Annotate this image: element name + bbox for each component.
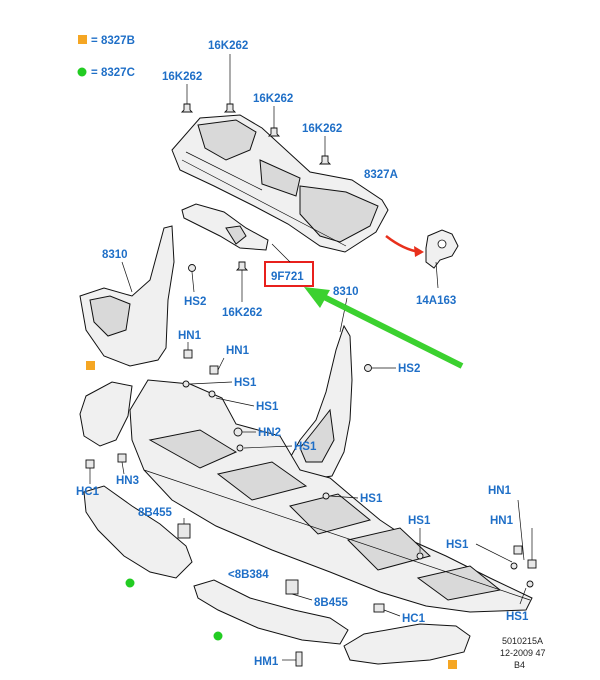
reference-number: 5010215A [502,636,543,646]
label-8b384: <8B384 [228,569,269,581]
fastener-hs1 [475,543,518,570]
air-guide-9f721 [181,203,269,251]
fastener-hc1 [373,603,401,617]
label-hs2: HS2 [184,296,206,308]
fastener-hn1 [209,357,225,375]
label-14a163: 14A163 [416,295,456,307]
label-8327a: 8327A [364,169,398,181]
green-arrow-head [304,287,330,308]
label-hn1: HN1 [178,330,202,342]
red-arrow-head [414,246,424,257]
center-strip-8327c [193,579,349,645]
fastener-hn3 [117,453,127,475]
green-legend-marker [77,67,87,77]
legend-green-code: 8327C [101,67,135,79]
sensor-bracket-14a163 [425,229,459,289]
label-8310-left: 8310 [102,249,128,261]
label-8310-right: 8310 [333,286,359,298]
label-hm1: HM1 [254,656,279,668]
orange-marker [448,660,457,669]
label-hc1: HC1 [402,613,426,625]
label-hn2: HN2 [258,427,281,439]
fastener-hs2 [364,364,396,372]
fastener-hs1 [519,580,534,605]
label-hs1: HS1 [234,377,257,389]
label-16k262: 16K262 [208,40,248,52]
label-16k262: 16K262 [253,93,293,105]
bracket-8b455 [177,518,191,539]
orange-legend-marker [78,35,87,44]
left-strip-8327c [83,485,193,579]
label-hs1: HS1 [408,515,431,527]
label-hn1: HN1 [488,485,512,497]
label-8b455: 8B455 [138,507,172,519]
label-hn1: HN1 [226,345,250,357]
green-marker [125,578,135,588]
fastener-hs1 [182,380,233,388]
fastener-hs1 [416,528,424,560]
legend-orange-code: 8327B [101,35,135,47]
fastener-hn1 [513,499,525,561]
fastener-hm1 [282,651,303,667]
bracket-8b455 [285,579,313,601]
fastener-hs1 [208,390,255,407]
label-hs1: HS1 [256,401,279,413]
fastener-hs1 [236,444,293,452]
push-pin-16k262 [235,261,249,302]
label-hs1: HS1 [446,539,469,551]
left-side-deflector-8310 [79,225,175,367]
legend-green-prefix: = [91,67,98,79]
label-16k262: 16K262 [162,71,202,83]
label-16k262: 16K262 [302,123,342,135]
label-hn3: HN3 [116,475,139,487]
label-hc1: HC1 [76,486,100,498]
left-lower-panel-8327b [79,381,133,447]
reference-date: 12-2009 47 [500,648,546,658]
reference-code: B4 [514,660,525,670]
green-marker [213,631,223,641]
label-16k262: 16K262 [222,307,262,319]
fastener-hn1 [183,342,193,359]
fastener-hc1 [85,459,95,484]
fastener-hs2 [188,264,196,293]
legend-orange-prefix: = [91,35,98,47]
push-pin-16k262 [180,84,194,113]
push-pin-16k262 [267,106,281,137]
label-hs1: HS1 [294,441,317,453]
label-9f721: 9F721 [271,271,304,283]
right-lower-panel-8327b [343,623,471,665]
label-hs2: HS2 [398,363,420,375]
push-pin-16k262 [318,136,332,165]
label-hs1: HS1 [506,611,529,623]
upper-deflector-8327a [171,114,389,253]
label-hn1: HN1 [490,515,514,527]
fastener-hn1 [527,528,537,569]
label-hs1: HS1 [360,493,383,505]
orange-marker [86,361,95,370]
fastener-hs1 [322,492,359,500]
label-8b455: 8B455 [314,597,348,609]
highlight-box [264,261,314,287]
push-pin-16k262 [223,54,237,113]
fastener-hn2 [233,427,256,437]
green-arrow [316,291,464,369]
